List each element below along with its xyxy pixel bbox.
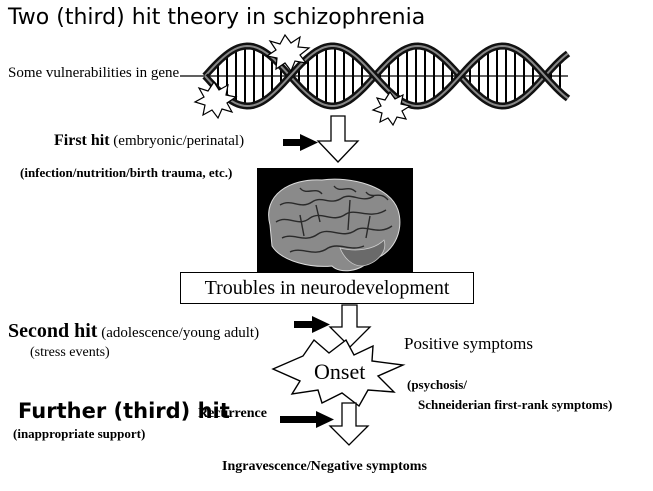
further-hit-label: Further (third) hit: [18, 399, 230, 423]
down-arrow-icon: [328, 304, 372, 348]
gene-vulnerability-label: Some vulnerabilities in gene: [8, 65, 180, 81]
second-hit-period: (adolescence/young adult): [97, 325, 260, 341]
onset-burst-icon: [271, 338, 406, 408]
further-hit-causes: (inappropriate support): [13, 426, 146, 441]
second-hit-title: Second hit: [8, 320, 98, 342]
first-hit-arrow-icon: [283, 134, 318, 151]
diagram-title: Two (third) hit theory in schizophrenia: [8, 5, 426, 30]
down-arrow-icon: [328, 402, 370, 446]
positive-symptoms-detail: Schneiderian first-rank symptoms): [418, 397, 613, 412]
first-hit-label: First hit (embryonic/perinatal): [54, 133, 244, 149]
brain-image: [257, 168, 413, 273]
onset-label: Onset: [314, 359, 366, 384]
positive-symptoms-detail: (psychosis/: [407, 377, 467, 392]
second-hit-causes: (stress events): [30, 345, 110, 360]
first-hit-title: First hit: [54, 132, 110, 149]
second-hit-label: Second hit (adolescence/young adult): [8, 321, 259, 341]
mutation-burst-icon: [371, 90, 412, 127]
mutation-burst-icon: [193, 80, 238, 120]
mutation-burst-icon: [265, 33, 311, 73]
first-hit-causes: (infection/nutrition/birth trauma, etc.): [20, 165, 233, 180]
neurodevelopment-box: Troubles in neurodevelopment: [180, 272, 474, 304]
outcome-label: Ingravescence/Negative symptoms: [222, 459, 427, 474]
first-hit-period: (embryonic/perinatal): [109, 133, 245, 149]
neurodevelopment-label: Troubles in neurodevelopment: [204, 276, 450, 299]
dna-helix-icon: [180, 42, 571, 110]
down-arrow-icon: [316, 115, 360, 163]
recurrence-arrow-icon: [280, 411, 334, 428]
positive-symptoms-label: Positive symptoms: [404, 334, 533, 353]
second-hit-arrow-icon: [294, 316, 330, 333]
recurrence-label: Recurrence: [198, 406, 267, 421]
